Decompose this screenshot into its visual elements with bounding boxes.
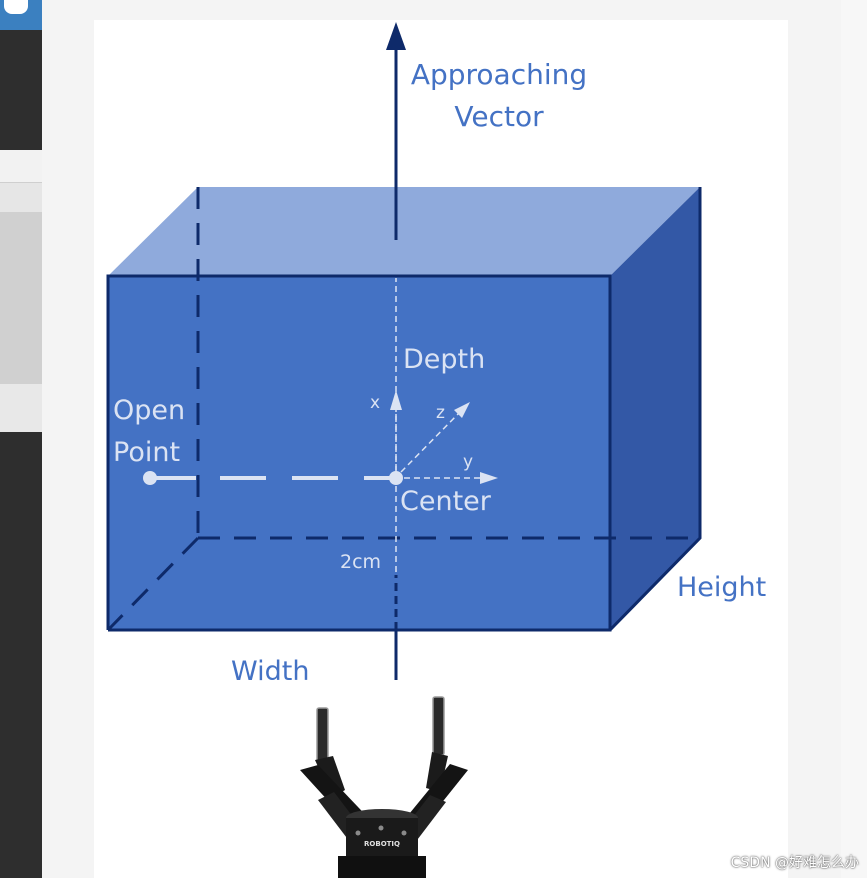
gripper-brand-text: ROBOTIQ	[364, 840, 400, 848]
box-side-edges	[608, 187, 702, 632]
right-scroll-strip	[841, 0, 867, 878]
label-vector: Vector	[454, 100, 544, 133]
label-point: Point	[113, 437, 180, 468]
label-open: Open	[113, 395, 185, 426]
label-approaching: Approaching	[411, 58, 587, 91]
axis-z-arrowhead	[454, 402, 470, 418]
gripper-left-pad	[316, 707, 329, 764]
label-center: Center	[400, 486, 492, 517]
label-width: Width	[231, 656, 309, 687]
label-height: Height	[677, 572, 766, 603]
label-axis-z: z	[436, 403, 445, 423]
axis-y-arrowhead	[480, 472, 498, 484]
sidebar-band	[0, 182, 42, 213]
label-depth: Depth	[403, 344, 485, 375]
hidden-edge-diagonal	[106, 536, 200, 632]
sidebar-top-bar	[0, 0, 42, 30]
box-top-face	[108, 187, 700, 276]
center-dot	[389, 471, 403, 485]
sidebar-band	[0, 212, 42, 384]
gripper-base	[338, 856, 426, 878]
box-side-face	[610, 187, 700, 630]
box-front-face	[108, 276, 610, 630]
gripper-right-pad	[432, 696, 445, 756]
gripper-bolt	[355, 830, 361, 836]
label-axis-x: x	[370, 393, 380, 413]
gripper-bolt	[378, 825, 384, 831]
label-axis-y: y	[463, 452, 473, 472]
sidebar-top-button[interactable]	[4, 0, 28, 14]
left-sidebar-strip	[0, 0, 42, 878]
gripper-bolt	[401, 830, 407, 836]
gripper-right-finger	[426, 752, 448, 792]
csdn-watermark: CSDN @好难怎么办	[730, 855, 859, 871]
approach-arrowhead	[386, 22, 406, 50]
sidebar-band	[0, 150, 42, 182]
axis-z-line	[400, 411, 461, 473]
label-two-cm: 2cm	[340, 551, 381, 573]
robotiq-gripper-image: ROBOTIQ	[300, 696, 468, 878]
box-visible-edges	[106, 274, 612, 632]
sidebar-band	[0, 384, 42, 432]
axis-x-arrowhead	[390, 390, 402, 410]
